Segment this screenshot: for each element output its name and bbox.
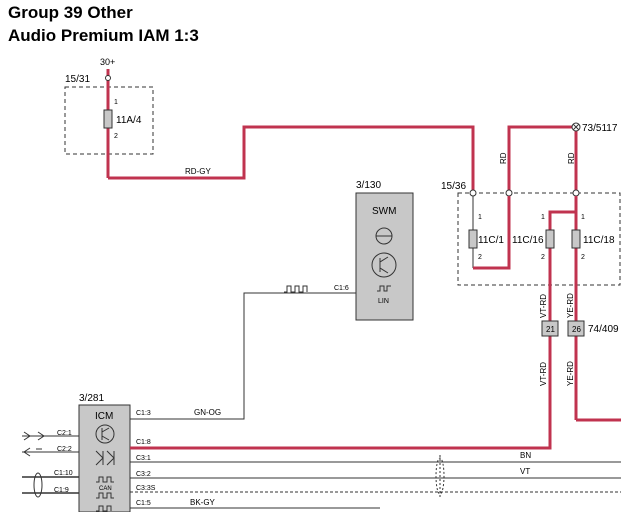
swm-module [355,192,414,321]
fuse-11c18-pin1: 1 [581,214,585,221]
wire-vt-rd [548,196,578,425]
wire-rd-gy-label: RD-GY [185,167,211,176]
fuse-11c16-pin1: 1 [541,214,545,221]
icm-pulse-icon-2 [96,492,114,499]
node-15-36-b [505,189,513,197]
twisted-pair-icon [435,457,445,495]
fuse-11c16 [545,229,555,249]
wire-vt-rd-label-1: VT-RD [539,294,548,318]
wire-gn-og-label: GN-OG [194,408,221,417]
wire-rd-label-1: RD [499,152,508,164]
fuse-11c16-pin2: 2 [541,254,545,261]
wire-bk-gy-label: BK-GY [190,498,216,507]
icm-pin-c1-9: C1:9 [54,487,69,494]
lin-label: LIN [378,298,389,305]
c2-1-arrow-icon-2 [37,431,45,441]
fuse-11c18-pin2: 2 [581,254,585,261]
node-15-36-c [572,189,580,197]
lin-pulse-icon [377,285,391,292]
fuse-11c1 [468,229,478,249]
wire-11c1-loop [473,196,511,270]
wire-rd-1 [507,125,576,193]
wire-bn-label: BN [520,451,531,460]
wire-rd-label-2: RD [567,152,576,164]
connector-21-label: 21 [546,325,555,334]
fuse-11a4 [103,109,113,129]
icm-pulse-icon-3 [96,505,112,512]
page-title: Group 39 Other [8,3,133,22]
fusebox-15-36-outline [457,192,621,286]
icm-transistor-icon [95,424,115,444]
gn-og-pulse-icon [284,285,308,293]
c2-2-arrow-icon [23,447,31,457]
supply-node [105,75,111,81]
icm-pin-c1-10: C1:10 [54,470,73,477]
transistor-icon [371,252,397,278]
wire-ye-rd-label-2: YE-RD [566,361,575,386]
wire-icm-supply [130,425,552,450]
icm-pin-c1-8: C1:8 [136,439,151,446]
fuse-11a4-label: 11A/4 [116,115,142,126]
icm-pin-c3-1: C3:1 [136,455,151,462]
page-subtitle: Audio Premium IAM 1:3 [8,26,199,45]
fuse-11c18 [571,229,581,249]
icm-pin-c3-3s: C3:3S [136,485,156,492]
icm-diode-icon [95,450,115,466]
wire-vt-rd-label-2: VT-RD [539,362,548,386]
icm-pin-c1-3: C1:3 [136,410,151,417]
icm-transistor-emitter [101,435,110,441]
ground-label: 73/5117 [582,123,618,134]
icm-label: ICM [95,411,113,422]
swm-pin-c1-6: C1:6 [334,285,349,292]
icm-pin-c2-2: C2:2 [57,446,72,453]
transistor-emitter [379,267,389,274]
ground-cross-b [572,123,580,131]
connector-26-label: 26 [572,325,581,334]
connector-26 [567,320,585,337]
swm-label: SWM [372,206,396,217]
wire-gn-og [130,292,356,420]
fuse-11c18-label: 11C/18 [583,235,615,246]
node-15-36-a [469,189,477,197]
connector-21 [541,320,559,337]
connector-74-409-label: 74/409 [588,324,619,335]
fuse-11a4-pin1: 1 [114,99,118,106]
fusebox-15-36-label: 15/36 [441,181,466,192]
icm-pin-c3-2: C3:2 [136,471,151,478]
fusebox-15-31-label: 15/31 [65,74,90,85]
fuse-11a4-pin2: 2 [114,133,118,140]
can-twist-icon [33,472,43,498]
transistor-collector [379,256,389,263]
icm-pulse-icon-1 [96,476,114,483]
fuse-11c1-pin2: 2 [478,254,482,261]
icm-can-label: CAN [99,486,112,492]
icm-pin-c1-5: C1:5 [136,500,151,507]
icm-ref-label: 3/281 [79,393,104,404]
swm-ref-label: 3/130 [356,180,381,191]
fuse-11c16-label: 11C/16 [512,235,544,246]
fuse-11c1-pin1: 1 [478,214,482,221]
icm-pin-c2-1: C2:1 [57,430,72,437]
icm-module [78,404,131,512]
wire-ye-rd-label-1: YE-RD [566,293,575,318]
fuse-11c1-label: 11C/1 [478,235,504,246]
wire-rd-gy [108,125,475,193]
wire-vt-label: VT [520,467,530,476]
c2-1-arrow-icon [23,431,31,441]
icm-transistor-collector [101,427,110,433]
supply-30-label: 30+ [100,57,115,67]
